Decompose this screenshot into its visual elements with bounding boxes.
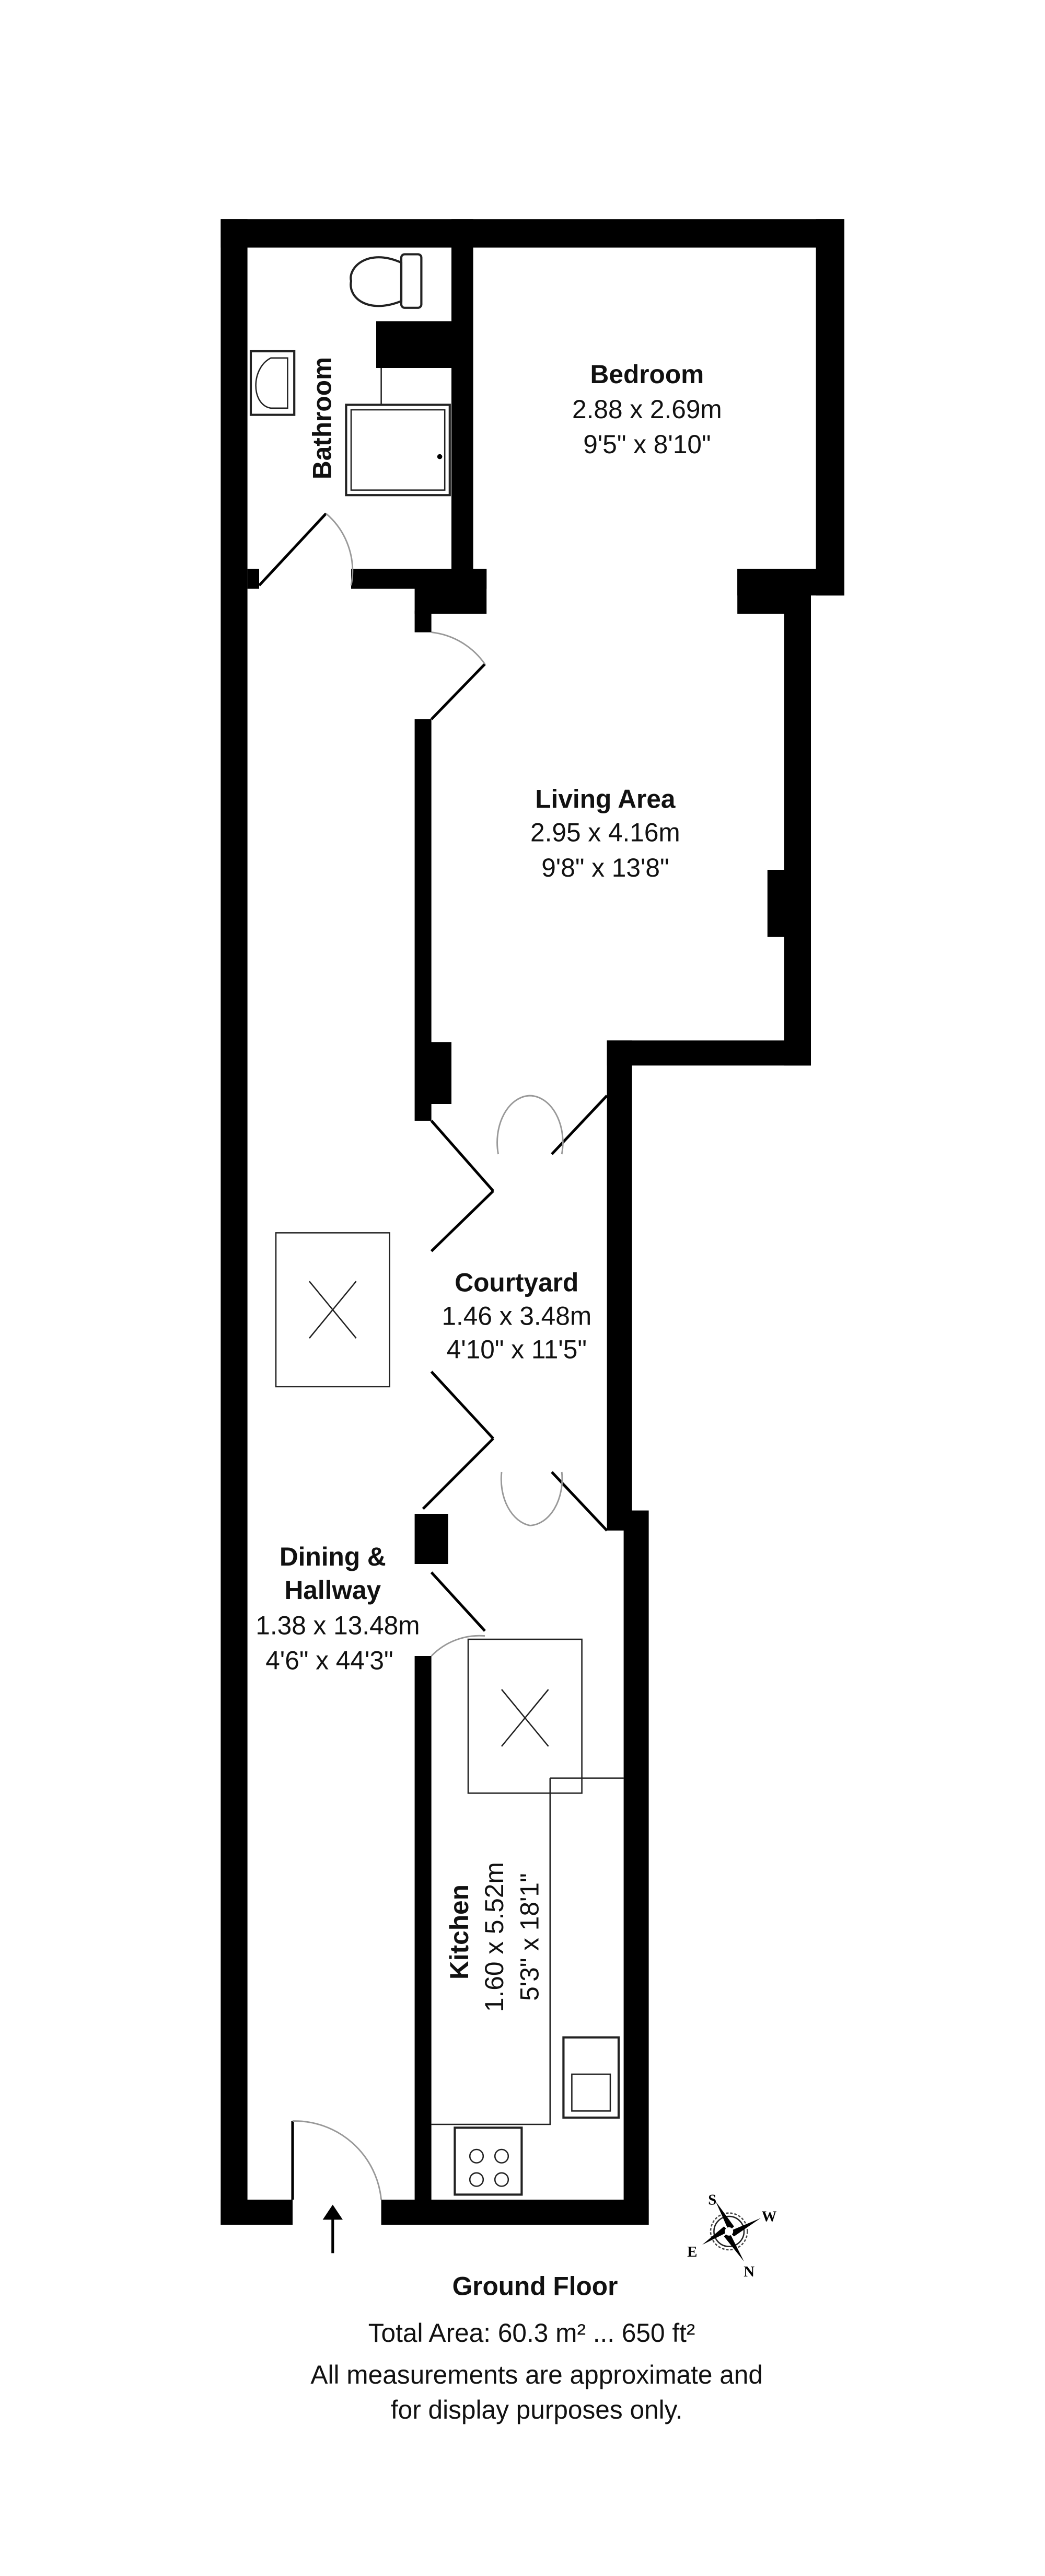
room-metric-kitchen: 1.60 x 5.52m: [480, 1862, 509, 2012]
room-label-bedroom: Bedroom: [590, 360, 704, 389]
compass-e: E: [687, 2244, 697, 2260]
hob-icon: [454, 2126, 523, 2196]
room-label-living: Living Area: [535, 785, 676, 814]
total-area: Total Area: 60.3 m² ... 650 ft²: [368, 2318, 695, 2348]
room-label-courtyard: Courtyard: [455, 1268, 578, 1297]
room-label-bathroom: Bathroom: [308, 357, 337, 479]
walls: [220, 219, 844, 2225]
entrance-arrow-icon: [322, 2204, 343, 2253]
floor-title: Ground Floor: [452, 2271, 618, 2301]
room-imperial-courtyard: 4'10" x 11'5": [447, 1335, 587, 1364]
toilet-icon: [350, 253, 423, 309]
compass-icon: S W E N: [687, 2192, 776, 2281]
shower-icon: [345, 368, 451, 497]
disclaimer-line2: for display purposes only.: [391, 2395, 683, 2424]
disclaimer-line1: All measurements are approximate and: [310, 2360, 763, 2389]
room-metric-dining: 1.38 x 13.48m: [256, 1611, 420, 1640]
room-imperial-kitchen: 5'3" x 18'1": [515, 1873, 544, 2000]
kitchen-counter: [431, 1777, 624, 2196]
room-label-kitchen: Kitchen: [445, 1884, 474, 1980]
room-imperial-bedroom: 9'5" x 8'10": [583, 430, 711, 459]
room-metric-living: 2.95 x 4.16m: [530, 818, 680, 847]
skylight-icon: [275, 1232, 390, 1388]
sink-icon: [249, 350, 296, 416]
room-imperial-dining: 4'6" x 44'3": [265, 1646, 393, 1675]
compass-s: S: [708, 2192, 716, 2209]
compass-w: W: [762, 2209, 777, 2225]
room-label-dining-line2: Hallway: [284, 1576, 381, 1605]
room-imperial-living: 9'8" x 13'8": [541, 853, 669, 882]
compass-n: N: [744, 2263, 754, 2280]
room-metric-bedroom: 2.88 x 2.69m: [572, 395, 722, 424]
room-label-dining-line1: Dining &: [280, 1542, 386, 1571]
doors: [258, 512, 608, 2200]
room-metric-courtyard: 1.46 x 3.48m: [442, 1301, 591, 1330]
skylight-icon: [467, 1638, 583, 1794]
kitchen-sink-icon: [562, 2036, 620, 2119]
